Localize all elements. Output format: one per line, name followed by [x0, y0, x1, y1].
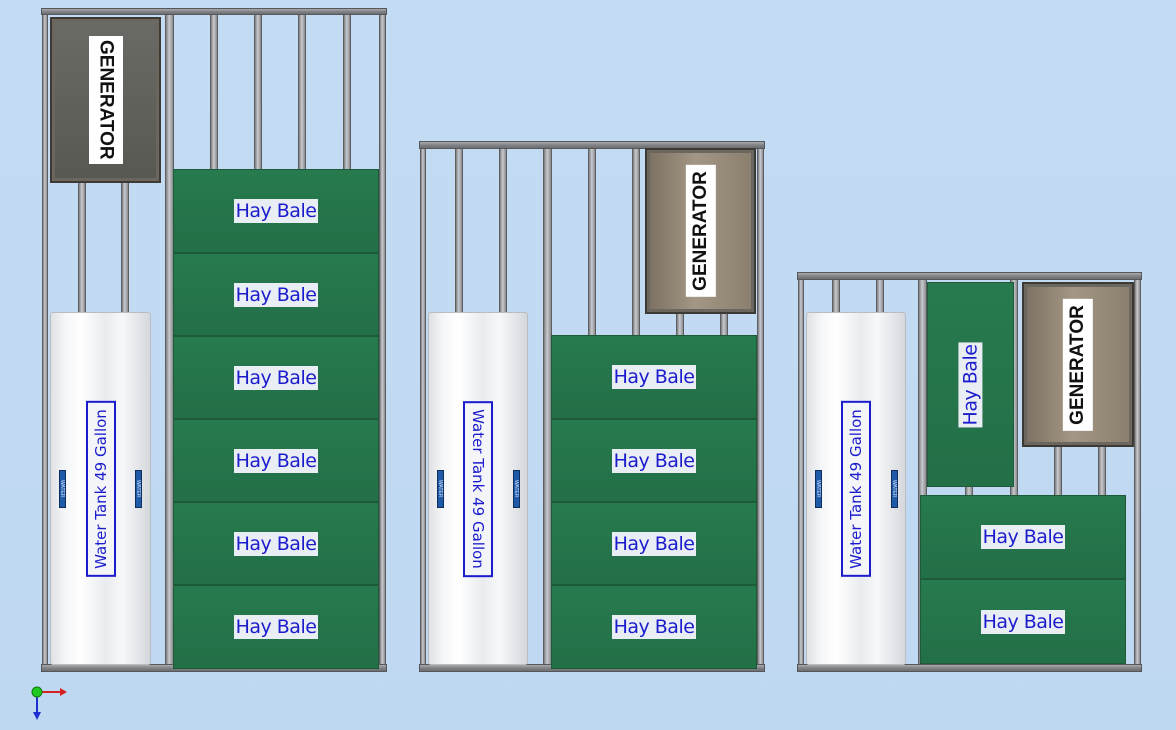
frame-post: [832, 280, 840, 315]
hay-bale-label: Hay Bale: [233, 199, 319, 223]
generator-label: GENERATOR: [685, 165, 716, 297]
hay-bale-label: Hay Bale: [233, 365, 319, 390]
hay-bale: Hay Bale: [551, 419, 757, 502]
frame-post: [876, 280, 884, 315]
generator: GENERATOR: [1022, 282, 1134, 447]
hay-bale-label: Hay Bale: [611, 365, 697, 389]
frame-post: [918, 280, 927, 672]
hay-bale-label: Hay Bale: [958, 342, 983, 427]
frame-post: [798, 273, 804, 672]
water-tag: WATER: [513, 470, 520, 508]
hay-bale-label: Hay Bale: [611, 448, 697, 473]
frame-post: [121, 180, 129, 315]
frame-post: [379, 10, 386, 672]
generator-label: GENERATOR: [1063, 298, 1094, 431]
hay-bale: Hay Bale: [173, 419, 379, 502]
frame-top-rail: [41, 8, 387, 15]
hay-bale: Hay Bale: [173, 336, 379, 419]
water-tag: WATER: [59, 470, 66, 508]
frame-post: [720, 312, 728, 337]
hay-bale: Hay Bale: [173, 502, 379, 585]
frame-post: [588, 147, 596, 337]
frame-post: [78, 180, 86, 315]
hay-bale: Hay Bale: [551, 585, 757, 669]
y-axis-dot-icon: [31, 686, 43, 698]
water-tag: WATER: [437, 470, 444, 508]
frame-post: [42, 10, 48, 672]
water-tag: WATER: [815, 470, 822, 508]
frame-post: [1098, 445, 1106, 498]
hay-bale: Hay Bale: [173, 253, 379, 336]
frame-post: [1134, 273, 1141, 672]
frame-post: [420, 143, 426, 672]
hay-bale-label: Hay Bale: [233, 615, 319, 639]
frame-post: [455, 147, 463, 315]
hay-bale: Hay Bale: [920, 495, 1126, 579]
hay-bale: Hay Bale: [927, 282, 1014, 487]
frame-post: [632, 147, 640, 337]
hay-bale-label: Hay Bale: [611, 615, 697, 639]
hay-bale-label: Hay Bale: [233, 448, 319, 473]
water-tank: Water Tank 49 Gallon WATER WATER: [50, 312, 151, 665]
hay-bale: Hay Bale: [551, 502, 757, 585]
hay-bale-label: Hay Bale: [233, 282, 319, 307]
generator: GENERATOR: [50, 17, 161, 183]
frame-post: [298, 12, 306, 172]
hay-bale-label: Hay Bale: [980, 609, 1066, 634]
frame-top-rail: [419, 141, 765, 149]
frame-post: [210, 12, 218, 172]
hay-bale: Hay Bale: [551, 335, 757, 419]
hay-bale: Hay Bale: [173, 169, 379, 253]
hay-bale-label: Hay Bale: [980, 525, 1066, 549]
frame-post: [254, 12, 262, 172]
frame-top-rail: [797, 272, 1142, 280]
water-tank-label: Water Tank 49 Gallon: [463, 400, 493, 577]
hay-bale-label: Hay Bale: [233, 531, 319, 556]
frame-post: [965, 484, 973, 498]
hay-bale: Hay Bale: [920, 579, 1126, 664]
frame-bottom-rail: [797, 664, 1142, 672]
generator: GENERATOR: [645, 148, 756, 314]
frame-post: [676, 312, 684, 337]
frame-post: [1054, 445, 1062, 498]
axis-triad: [31, 686, 67, 720]
water-tag: WATER: [135, 470, 142, 508]
frame-post: [343, 12, 351, 172]
hay-bale: Hay Bale: [173, 585, 379, 669]
frame-post: [499, 147, 507, 315]
water-tank: Water Tank 49 Gallon WATER WATER: [806, 312, 906, 665]
water-tank: Water Tank 49 Gallon WATER WATER: [428, 312, 528, 665]
frame-post: [757, 143, 764, 672]
water-tank-label: Water Tank 49 Gallon: [85, 400, 116, 577]
water-tank-label: Water Tank 49 Gallon: [841, 400, 871, 577]
hay-bale-label: Hay Bale: [611, 531, 697, 556]
water-tag: WATER: [891, 470, 898, 508]
generator-label: GENERATOR: [88, 36, 123, 164]
